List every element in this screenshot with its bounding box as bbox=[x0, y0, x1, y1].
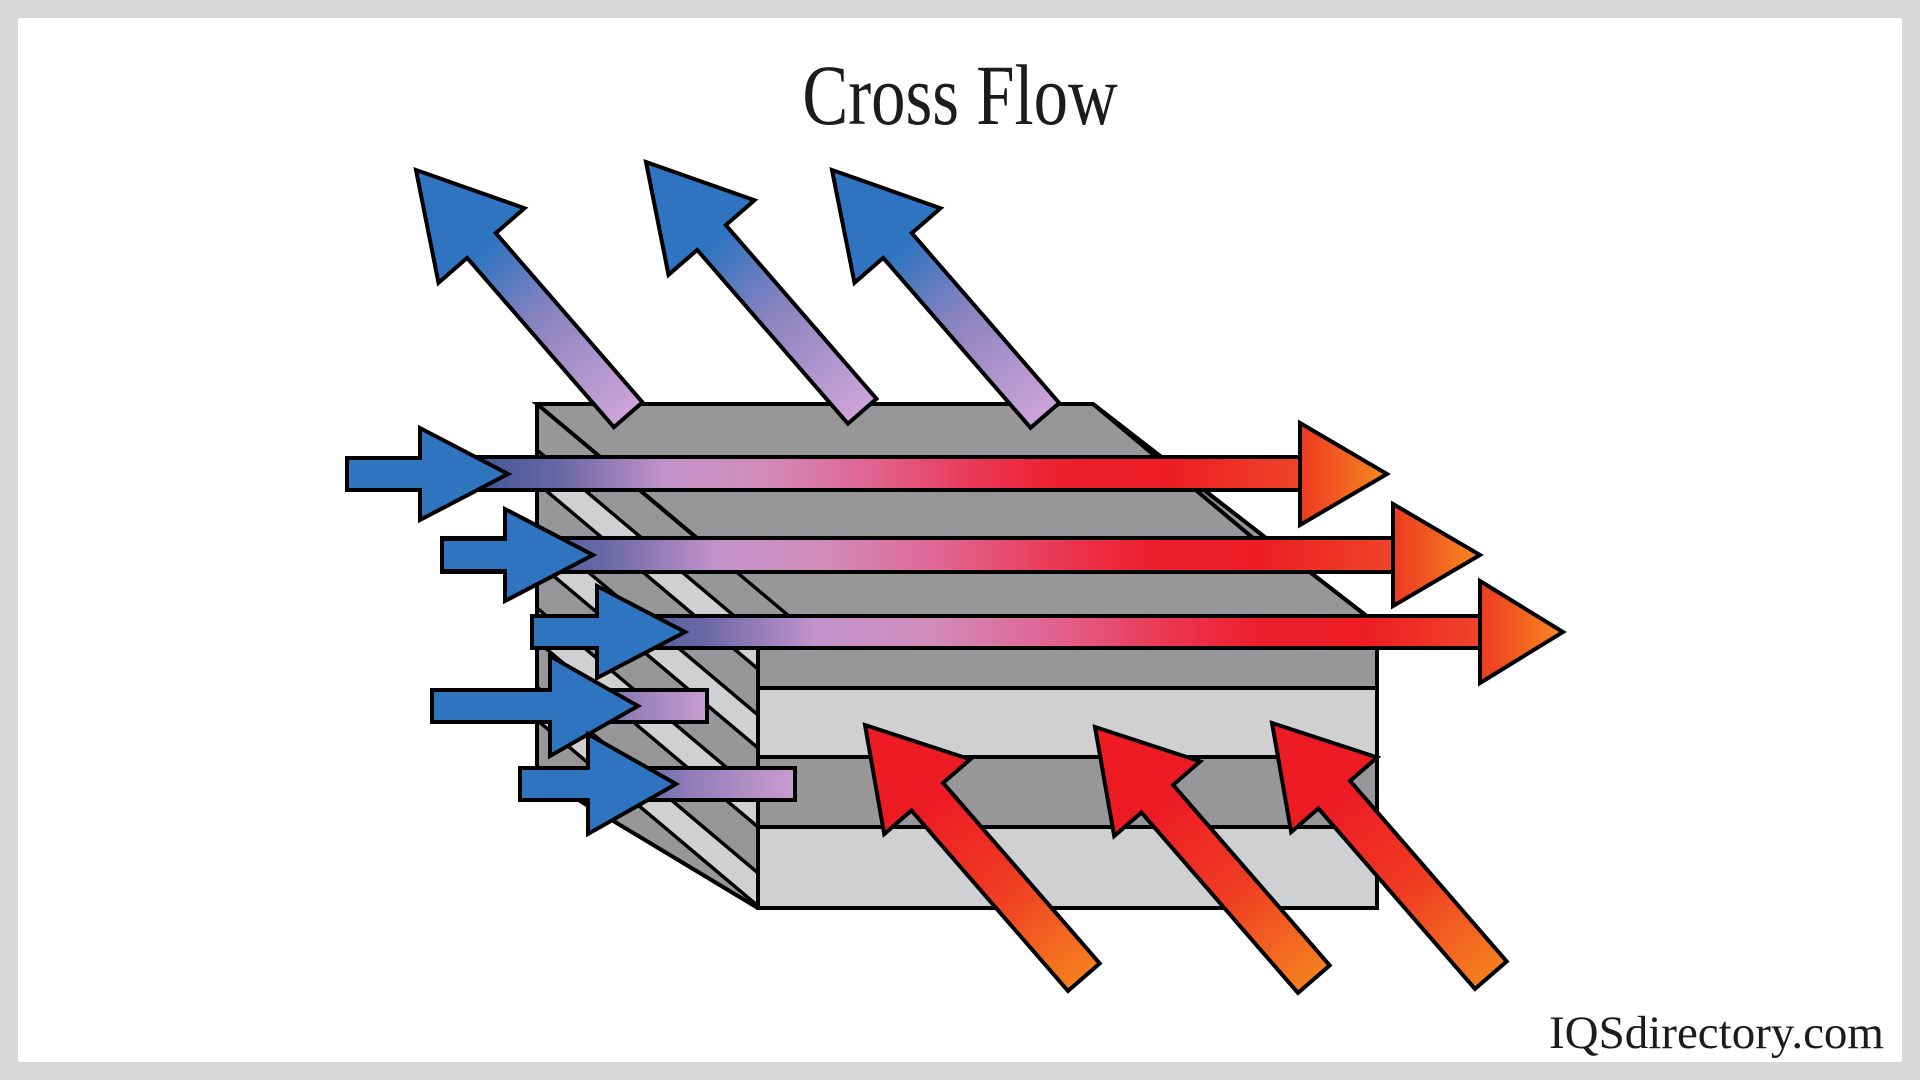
cooled-outlet-arrow-1 bbox=[413, 166, 646, 431]
heated-outlet-arrowhead-1 bbox=[1298, 419, 1391, 529]
cold-inlet-arrow-5 bbox=[518, 730, 681, 838]
hot-inlet-arrow-1 bbox=[862, 722, 1103, 994]
front-band-dark-2 bbox=[756, 755, 1379, 829]
cold-inlet-arrow-3 bbox=[530, 582, 690, 682]
cold-inlet-arrow-2 bbox=[440, 505, 598, 605]
hot-inlet-arrow-2 bbox=[1092, 724, 1333, 996]
cooled-outlet-arrows bbox=[413, 158, 1063, 431]
heated-outlet-arrowhead-2 bbox=[1391, 500, 1484, 610]
front-band-dark-1 bbox=[756, 646, 1379, 690]
cold-inlet-arrows bbox=[345, 424, 690, 838]
stack-front-face bbox=[756, 646, 1379, 910]
front-band-light-2 bbox=[756, 825, 1379, 910]
hot-inlet-arrows bbox=[862, 720, 1510, 996]
cold-inlet-arrow-1 bbox=[345, 424, 513, 524]
hot-inlet-arrow-3 bbox=[1269, 720, 1510, 992]
heated-outlet-arrowhead-3 bbox=[1478, 577, 1567, 687]
flow-shaft-1 bbox=[428, 455, 1304, 492]
cooled-outlet-arrow-2 bbox=[643, 158, 880, 427]
cooled-outlet-arrow-3 bbox=[829, 166, 1063, 431]
watermark: IQSdirectory.com bbox=[1549, 1007, 1884, 1059]
horizontal-flow-channels bbox=[428, 419, 1567, 802]
page-title: Cross Flow bbox=[802, 48, 1117, 143]
